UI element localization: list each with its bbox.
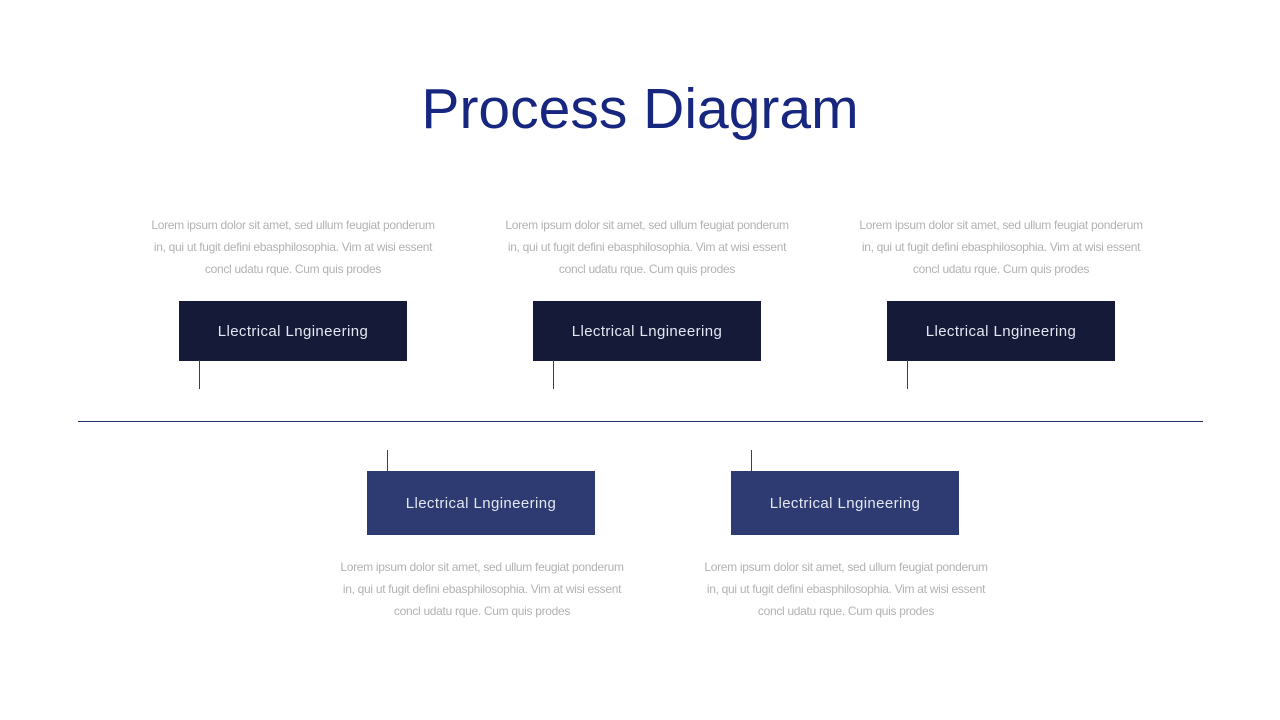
description-line: Lorem ipsum dolor sit amet, sed ullum fe… (340, 560, 624, 574)
step-4-box-label: Llectrical Lngineering (405, 494, 557, 512)
step-1-box-label: Llectrical Lngineering (217, 322, 369, 340)
description-line: Lorem ipsum dolor sit amet, sed ullum fe… (704, 560, 988, 574)
description-line: concl udatu rque. Cum quis prodes (393, 604, 571, 618)
slide-title: Process Diagram (421, 77, 859, 141)
step-3-box-label: Llectrical Lngineering (925, 322, 1077, 340)
step-3-description: Lorem ipsum dolor sit amet, sed ullum fe… (831, 214, 1171, 280)
description-line: concl udatu rque. Cum quis prodes (204, 262, 382, 276)
description-line: in, qui ut fugit defini ebasphilosophia.… (153, 240, 433, 254)
step-1-box: Llectrical Lngineering (179, 301, 407, 361)
description-line: Lorem ipsum dolor sit amet, sed ullum fe… (505, 218, 789, 232)
description-line: in, qui ut fugit defini ebasphilosophia.… (507, 240, 787, 254)
step-2-box: Llectrical Lngineering (533, 301, 761, 361)
description-line: in, qui ut fugit defini ebasphilosophia.… (706, 582, 986, 596)
step-1-connector-line (199, 360, 200, 389)
step-5-box: Llectrical Lngineering (731, 471, 959, 535)
step-3-connector-line (907, 360, 908, 389)
description-line: Lorem ipsum dolor sit amet, sed ullum fe… (859, 218, 1143, 232)
description-line: Lorem ipsum dolor sit amet, sed ullum fe… (151, 218, 435, 232)
step-5-box-label: Llectrical Lngineering (769, 494, 921, 512)
step-2-description: Lorem ipsum dolor sit amet, sed ullum fe… (477, 214, 817, 280)
step-1-description: Lorem ipsum dolor sit amet, sed ullum fe… (123, 214, 463, 280)
step-4-description: Lorem ipsum dolor sit amet, sed ullum fe… (312, 556, 652, 622)
step-5-description: Lorem ipsum dolor sit amet, sed ullum fe… (676, 556, 1016, 622)
step-4-connector-line (387, 450, 388, 471)
step-2-connector-line (553, 360, 554, 389)
description-line: in, qui ut fugit defini ebasphilosophia.… (342, 582, 622, 596)
description-line: concl udatu rque. Cum quis prodes (558, 262, 736, 276)
timeline-divider-line (78, 421, 1203, 422)
description-line: concl udatu rque. Cum quis prodes (912, 262, 1090, 276)
step-5-connector-line (751, 450, 752, 471)
step-2-box-label: Llectrical Lngineering (571, 322, 723, 340)
step-3-box: Llectrical Lngineering (887, 301, 1115, 361)
step-4-box: Llectrical Lngineering (367, 471, 595, 535)
description-line: in, qui ut fugit defini ebasphilosophia.… (861, 240, 1141, 254)
description-line: concl udatu rque. Cum quis prodes (757, 604, 935, 618)
